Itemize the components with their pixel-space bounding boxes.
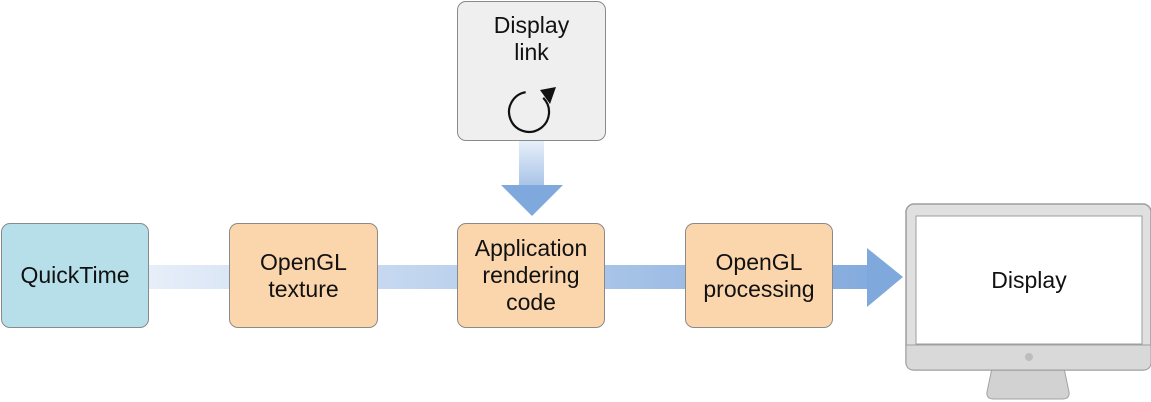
opengl-processing-label-line-2: processing	[703, 275, 815, 302]
monitor-stand	[986, 367, 1070, 400]
opengl-texture-label-line-2: texture	[268, 275, 339, 302]
cycle-arrow-icon	[507, 87, 556, 134]
display-label: Display	[991, 266, 1067, 293]
app-label-line-1: Application	[474, 235, 588, 261]
opengl-texture-box: OpenGL texture	[229, 223, 378, 328]
apple-logo-icon	[1025, 353, 1033, 361]
opengl-texture-label-line-1: OpenGL	[260, 248, 347, 275]
flow-arrowhead-to-app	[501, 185, 563, 216]
app-label-line-2: rendering	[482, 262, 580, 288]
opengl-processing-box: OpenGL processing	[685, 223, 833, 328]
flow-band-vertical	[519, 141, 544, 187]
quicktime-box: QuickTime	[1, 223, 149, 328]
display-link-label-line-2: link	[514, 39, 549, 65]
quicktime-label: QuickTime	[20, 262, 130, 288]
imac-monitor-icon	[905, 203, 1151, 400]
flow-arrowhead-to-display	[867, 248, 903, 307]
app-label-line-3: code	[506, 289, 556, 315]
opengl-processing-label-line-1: OpenGL	[715, 248, 803, 275]
application-rendering-code-box: Application rendering code	[457, 223, 605, 328]
display-link-box: Display link	[457, 1, 606, 141]
display-link-label-line-1: Display	[493, 12, 570, 38]
monitor-screen	[915, 215, 1143, 345]
